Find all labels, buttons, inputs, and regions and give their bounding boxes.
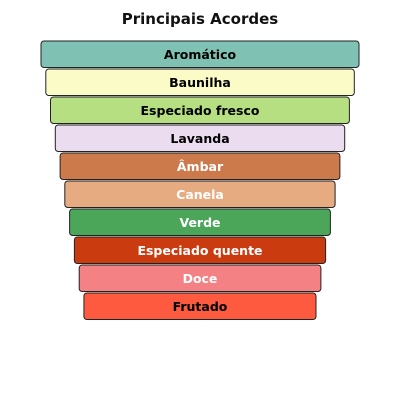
accord-bar-5 bbox=[64, 180, 336, 208]
accord-bar-2 bbox=[50, 96, 350, 124]
accord-label-6: Verde bbox=[179, 215, 220, 230]
accord-label-7: Especiado quente bbox=[137, 243, 262, 258]
accord-label-9: Frutado bbox=[173, 299, 228, 314]
accord-label-1: Baunilha bbox=[169, 75, 231, 90]
accord-label-3: Lavanda bbox=[170, 131, 229, 146]
accord-bar-1 bbox=[45, 68, 355, 96]
chart-title: Principais Acordes bbox=[121, 10, 279, 28]
accord-label-4: Âmbar bbox=[177, 159, 224, 174]
accord-bar-0 bbox=[40, 40, 360, 68]
accord-bar-7 bbox=[73, 236, 327, 264]
accord-bar-9 bbox=[83, 292, 317, 320]
accord-bar-6 bbox=[69, 208, 331, 236]
accord-label-5: Canela bbox=[176, 187, 224, 202]
accord-bar-3 bbox=[54, 124, 346, 152]
accord-label-2: Especiado fresco bbox=[141, 103, 260, 118]
accord-bar-4 bbox=[59, 152, 341, 180]
accord-label-0: Aromático bbox=[164, 47, 237, 62]
accord-label-8: Doce bbox=[183, 271, 218, 286]
accord-bar-8 bbox=[78, 264, 322, 292]
